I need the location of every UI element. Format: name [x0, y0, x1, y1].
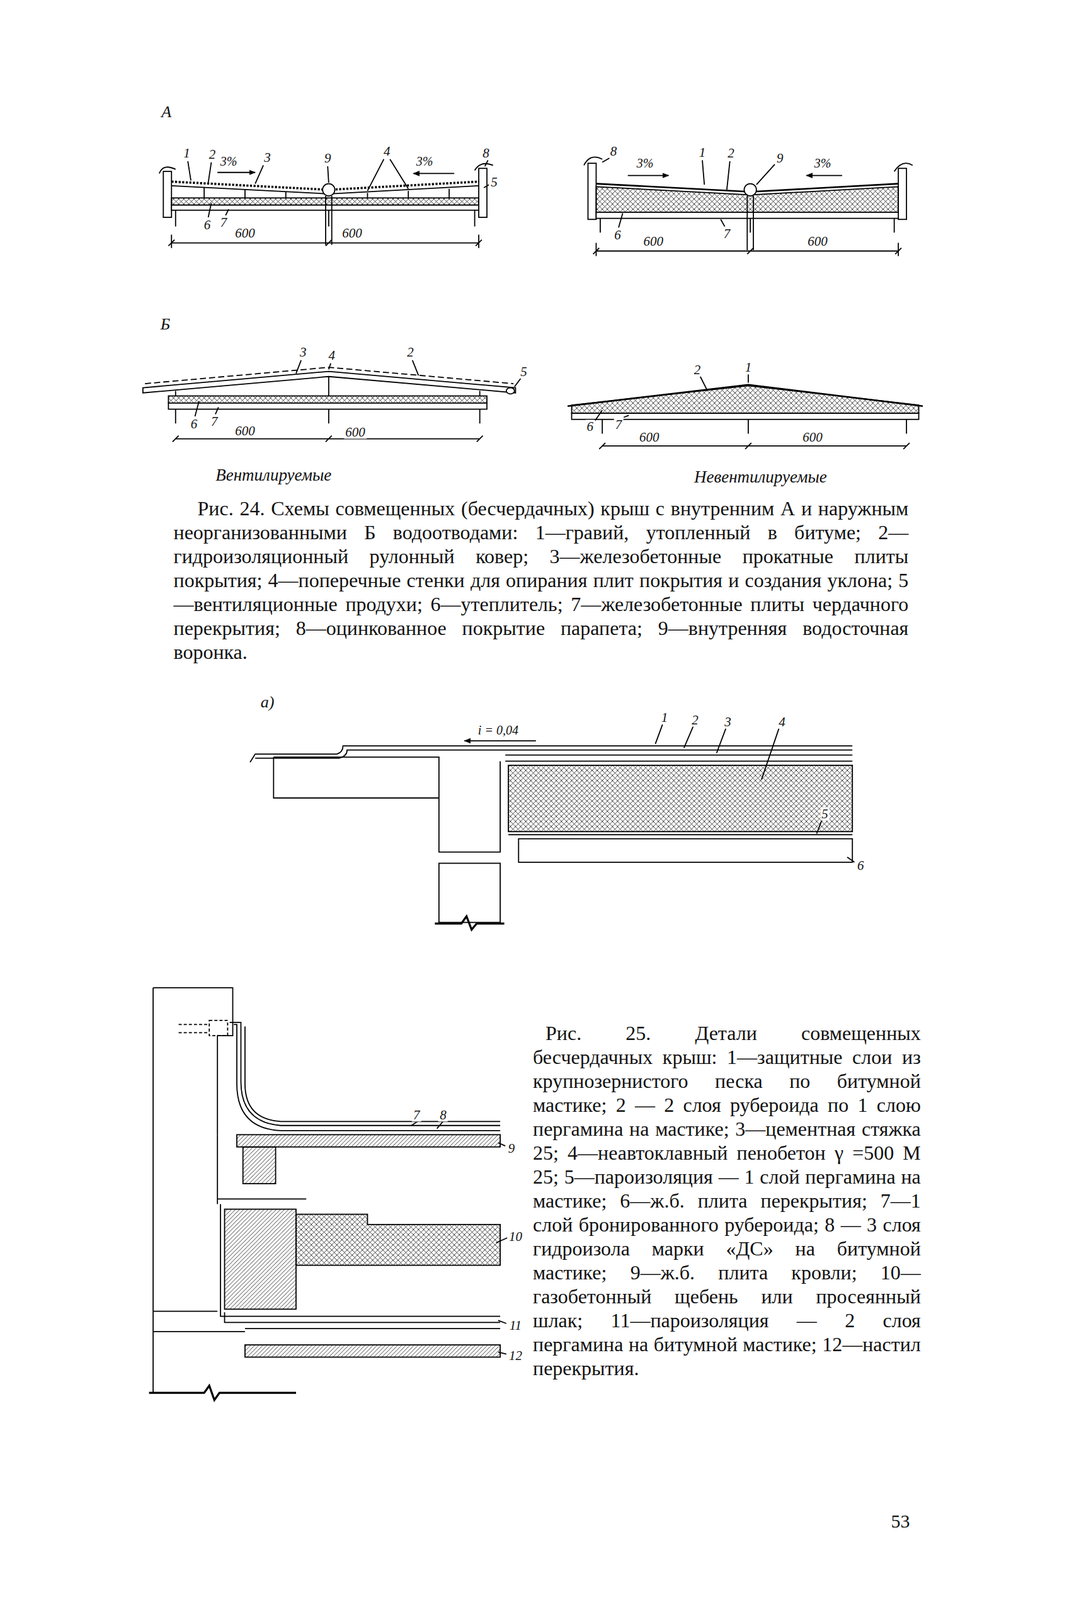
figure-letter: а): [259, 694, 276, 711]
callout-number: 7: [209, 415, 220, 429]
callout-number: 4: [777, 714, 787, 729]
roof-detail: [149, 987, 508, 1400]
figure-letter: А: [159, 103, 173, 121]
page-number: 53: [889, 1511, 911, 1531]
slope-label: i = 0,04: [476, 723, 520, 737]
callout-number: 3: [298, 345, 309, 360]
slope-label: 3%: [219, 154, 239, 168]
callout-number: 7: [614, 418, 624, 432]
callout-number: 12: [507, 1349, 524, 1363]
slope-label: 3%: [635, 156, 656, 170]
callout-number: 6: [189, 416, 200, 431]
dimension-label: 600: [801, 430, 824, 444]
roof-detail: [250, 724, 855, 930]
roof-scheme: [583, 156, 913, 256]
callout-number: 8: [438, 1107, 448, 1122]
callout-number: 1: [743, 360, 754, 375]
callout-number: 3: [262, 150, 273, 164]
dimension-label: 600: [806, 234, 829, 248]
callout-number: 7: [722, 227, 732, 241]
callout-number: 2: [690, 713, 700, 727]
figure-letter: Б: [159, 316, 172, 333]
figure-caption: Рис. 24. Схемы совмещенных (бесчердачных…: [173, 496, 909, 664]
dimension-label: 600: [340, 226, 364, 240]
callout-number: 2: [692, 362, 703, 377]
figure-subtitle: Невентилируемые: [692, 468, 829, 486]
callout-number: 4: [326, 348, 337, 363]
slope-label: 3%: [415, 154, 435, 168]
figure-caption: Рис. 25. Детали совмещенных бесчердачных…: [532, 1021, 921, 1381]
callout-number: 10: [507, 1229, 524, 1243]
callout-number: 5: [519, 364, 529, 378]
callout-number: 6: [202, 217, 213, 232]
callout-number: 8: [609, 144, 619, 158]
callout-number: 2: [207, 147, 218, 161]
callout-number: 3: [723, 714, 733, 729]
callout-number: 6: [585, 420, 595, 434]
callout-number: 8: [481, 146, 491, 160]
callout-number: 1: [697, 145, 708, 159]
dimension-label: 600: [233, 226, 257, 240]
callout-number: 7: [411, 1107, 422, 1122]
callout-number: 9: [507, 1141, 517, 1156]
dimension-label: 600: [638, 430, 661, 444]
callout-number: 1: [182, 146, 192, 160]
roof-scheme: [159, 159, 494, 249]
callout-number: 6: [612, 228, 623, 242]
callout-number: 5: [489, 175, 499, 189]
roof-scheme: [142, 360, 521, 443]
dimension-label: 600: [641, 234, 665, 248]
slope-label: 3%: [813, 156, 833, 170]
roof-scheme: [567, 374, 923, 450]
callout-number: 6: [856, 859, 866, 873]
dimension-label: 600: [233, 423, 257, 438]
callout-number: 9: [323, 151, 333, 166]
callout-number: 4: [382, 144, 392, 158]
callout-number: 7: [219, 216, 229, 230]
figure-subtitle: Вентилируемые: [214, 466, 333, 484]
dimension-label: 600: [343, 425, 367, 439]
callout-number: 5: [820, 806, 830, 821]
callout-number: 1: [660, 711, 670, 725]
callout-number: 11: [508, 1318, 523, 1332]
callout-number: 2: [405, 345, 416, 360]
callout-number: 9: [775, 151, 785, 166]
callout-number: 2: [726, 146, 736, 160]
